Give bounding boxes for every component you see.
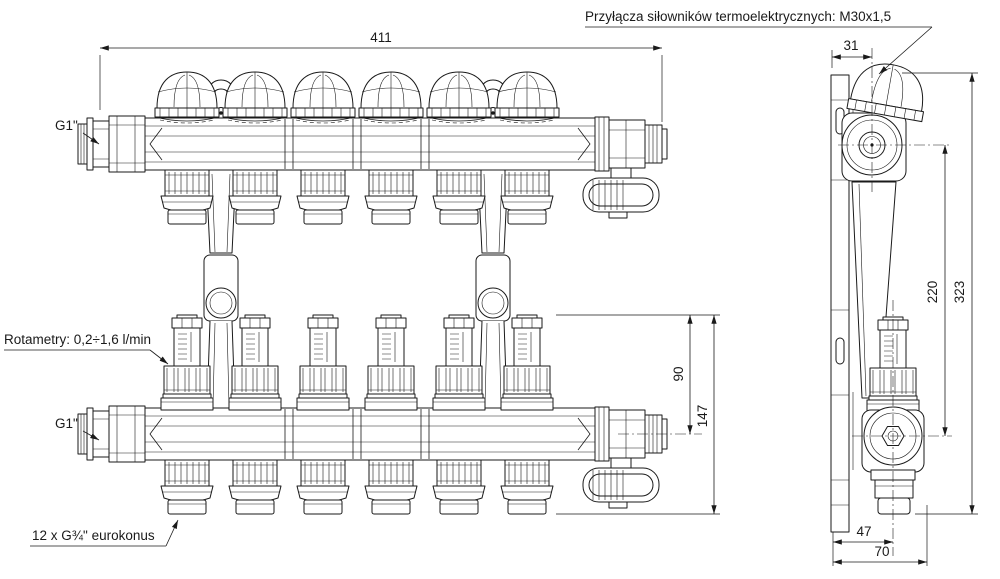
dim-actuator-offset-value: 31 (843, 38, 858, 53)
dimension-rotameter-to-bottom: 147 (695, 315, 717, 514)
outlet-top-5 (432, 169, 486, 225)
leader-arrow-actuators (878, 26, 933, 75)
dim-overall-depth-value: 70 (874, 544, 889, 559)
bottom-manifold-bar (144, 407, 596, 461)
label-eurokonus: 12 x G¾" eurokonus (30, 519, 179, 547)
dimension-overall-height: 323 (902, 72, 978, 515)
dimension-actuator-offset: 31 (831, 38, 872, 68)
outlet-top-2 (228, 169, 282, 225)
label-supply-bottom: G1" (55, 416, 100, 441)
outlet-bottom-6 (500, 459, 554, 515)
dimension-overall-depth: 70 (833, 505, 928, 566)
label-supply-top-text: G1" (55, 118, 78, 133)
label-actuators: Przyłącza siłowników termoelektrycznych:… (585, 9, 933, 75)
top-manifold-bar (144, 117, 596, 171)
dim-axis-spacing-value: 220 (925, 281, 940, 304)
label-eurokonus-text: 12 x G¾" eurokonus (32, 528, 155, 543)
dim-rotameter-to-axis-value: 90 (671, 366, 686, 381)
outlet-top-4 (364, 169, 418, 225)
label-supply-top: G1" (55, 118, 100, 145)
side-top-valve-body (841, 63, 925, 182)
dimension-depth-to-axis: 47 (832, 524, 893, 566)
side-view (830, 48, 952, 556)
leader-arrow-supply-bottom (82, 430, 100, 441)
leader-arrow-eurokonus (165, 519, 179, 547)
outlet-bottom-3 (296, 459, 350, 515)
dim-rotameter-to-bottom-value: 147 (695, 405, 710, 428)
outlet-bottom-2 (228, 459, 282, 515)
outlet-bottom-5 (432, 459, 486, 515)
side-wall-bracket (830, 74, 854, 533)
label-actuators-text: Przyłącza siłowników termoelektrycznych:… (585, 9, 891, 24)
dim-overall-width-value: 411 (370, 30, 392, 45)
leader-arrow-supply-top (82, 132, 100, 145)
label-rotameters-text: Rotametry: 0,2÷1,6 l/min (4, 332, 151, 347)
dimension-rotameter-to-axis: 90 (556, 314, 720, 515)
front-view (77, 71, 702, 515)
leader-arrow-rotameters (149, 349, 169, 365)
outlet-bottom-1 (160, 459, 214, 515)
outlet-top-1 (160, 169, 214, 225)
dim-overall-height-value: 323 (952, 281, 967, 304)
dim-depth-to-axis-value: 47 (856, 524, 871, 539)
dimension-axis-spacing: 220 (925, 145, 948, 436)
outlet-bottom-4 (364, 459, 418, 515)
label-supply-bottom-text: G1" (55, 416, 78, 431)
outlet-top-3 (296, 169, 350, 225)
label-rotameters: Rotametry: 0,2÷1,6 l/min (4, 332, 169, 365)
dimension-overall-width: 411 (99, 30, 663, 122)
supply-connector-top (77, 115, 146, 173)
outlet-top-6 (500, 169, 554, 225)
